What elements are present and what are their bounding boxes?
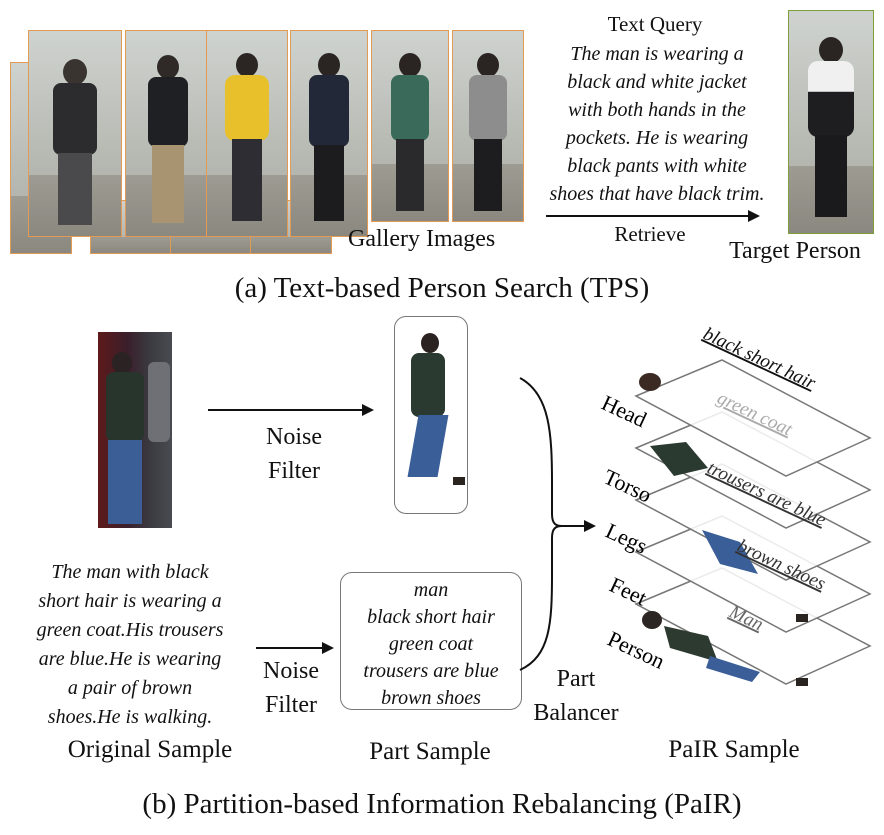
original-text-line: The man with black — [51, 561, 209, 583]
gallery-image-4 — [290, 30, 368, 237]
pair-sample-label: PaIR Sample — [668, 736, 800, 763]
original-text-line: shoes.He is walking. — [47, 706, 213, 728]
target-person-image — [788, 10, 874, 234]
gallery-images-label: Gallery Images — [348, 226, 496, 252]
noise-filter-word: Noise — [263, 658, 319, 684]
part-image-card — [394, 316, 468, 514]
original-text-line: a pair of brown — [67, 677, 193, 699]
noise-filter-word: Noise — [266, 424, 322, 450]
part-balancer-brace — [519, 377, 596, 671]
noise-filter-word: Filter — [265, 692, 317, 718]
caption-b: (b) Partition-based Information Rebalanc… — [142, 788, 742, 820]
balancer-word: Balancer — [533, 700, 619, 726]
pair-sample-stack: Person Man Feet Legs brown shoes Torso t… — [598, 323, 872, 686]
layer-label: Person — [604, 626, 669, 674]
gallery-image-6 — [452, 30, 524, 222]
part-balancer-label: Part Balancer — [520, 662, 632, 730]
part-text-line: man — [413, 579, 449, 601]
text-query-title: Text Query — [607, 12, 703, 36]
part-text-line: trousers are blue — [363, 660, 499, 682]
noise-filter-arrow-top — [208, 404, 374, 416]
part-text-line: green coat — [388, 633, 474, 655]
text-query-line: with both hands in the — [568, 99, 746, 121]
layer-label: Torso — [600, 464, 656, 508]
gallery-image-1 — [28, 30, 122, 237]
part-text-line: black short hair — [367, 606, 495, 628]
noise-filter-word: Filter — [268, 458, 320, 484]
text-query-line: The man is wearing a — [570, 43, 744, 65]
text-query-line: black pants with white — [567, 155, 747, 177]
original-text-line: are blue.He is wearing — [38, 648, 222, 670]
text-query-body: The man is wearing a black and white jac… — [526, 40, 788, 208]
retrieve-arrow — [546, 210, 760, 222]
gallery-image-2 — [125, 30, 211, 237]
text-query-line: pockets. He is wearing — [565, 127, 749, 149]
target-person-label: Target Person — [729, 238, 861, 264]
retrieve-label: Retrieve — [614, 222, 686, 246]
part-text-card: man black short hair green coat trousers… — [340, 572, 522, 710]
original-sample-text: The man with black short hair is wearing… — [10, 558, 250, 732]
caption-a: (a) Text-based Person Search (TPS) — [234, 272, 650, 304]
noise-filter-label-bottom: Noise Filter — [246, 654, 336, 722]
original-text-line: short hair is wearing a — [38, 590, 222, 612]
balancer-word: Part — [556, 666, 596, 692]
noise-filter-arrow-bottom — [256, 642, 334, 654]
part-text-line: brown shoes — [381, 687, 481, 709]
noise-filter-label-top: Noise Filter — [244, 420, 344, 488]
gallery-image-5 — [371, 30, 449, 222]
gallery-image-3 — [206, 30, 288, 237]
text-query-line: black and white jacket — [567, 71, 747, 93]
original-sample-label: Original Sample — [67, 736, 233, 763]
original-sample-image — [98, 332, 172, 528]
text-query-line: shoes that have black trim. — [549, 183, 765, 205]
original-text-line: green coat.His trousers — [36, 619, 224, 641]
part-sample-label: Part Sample — [369, 738, 491, 765]
